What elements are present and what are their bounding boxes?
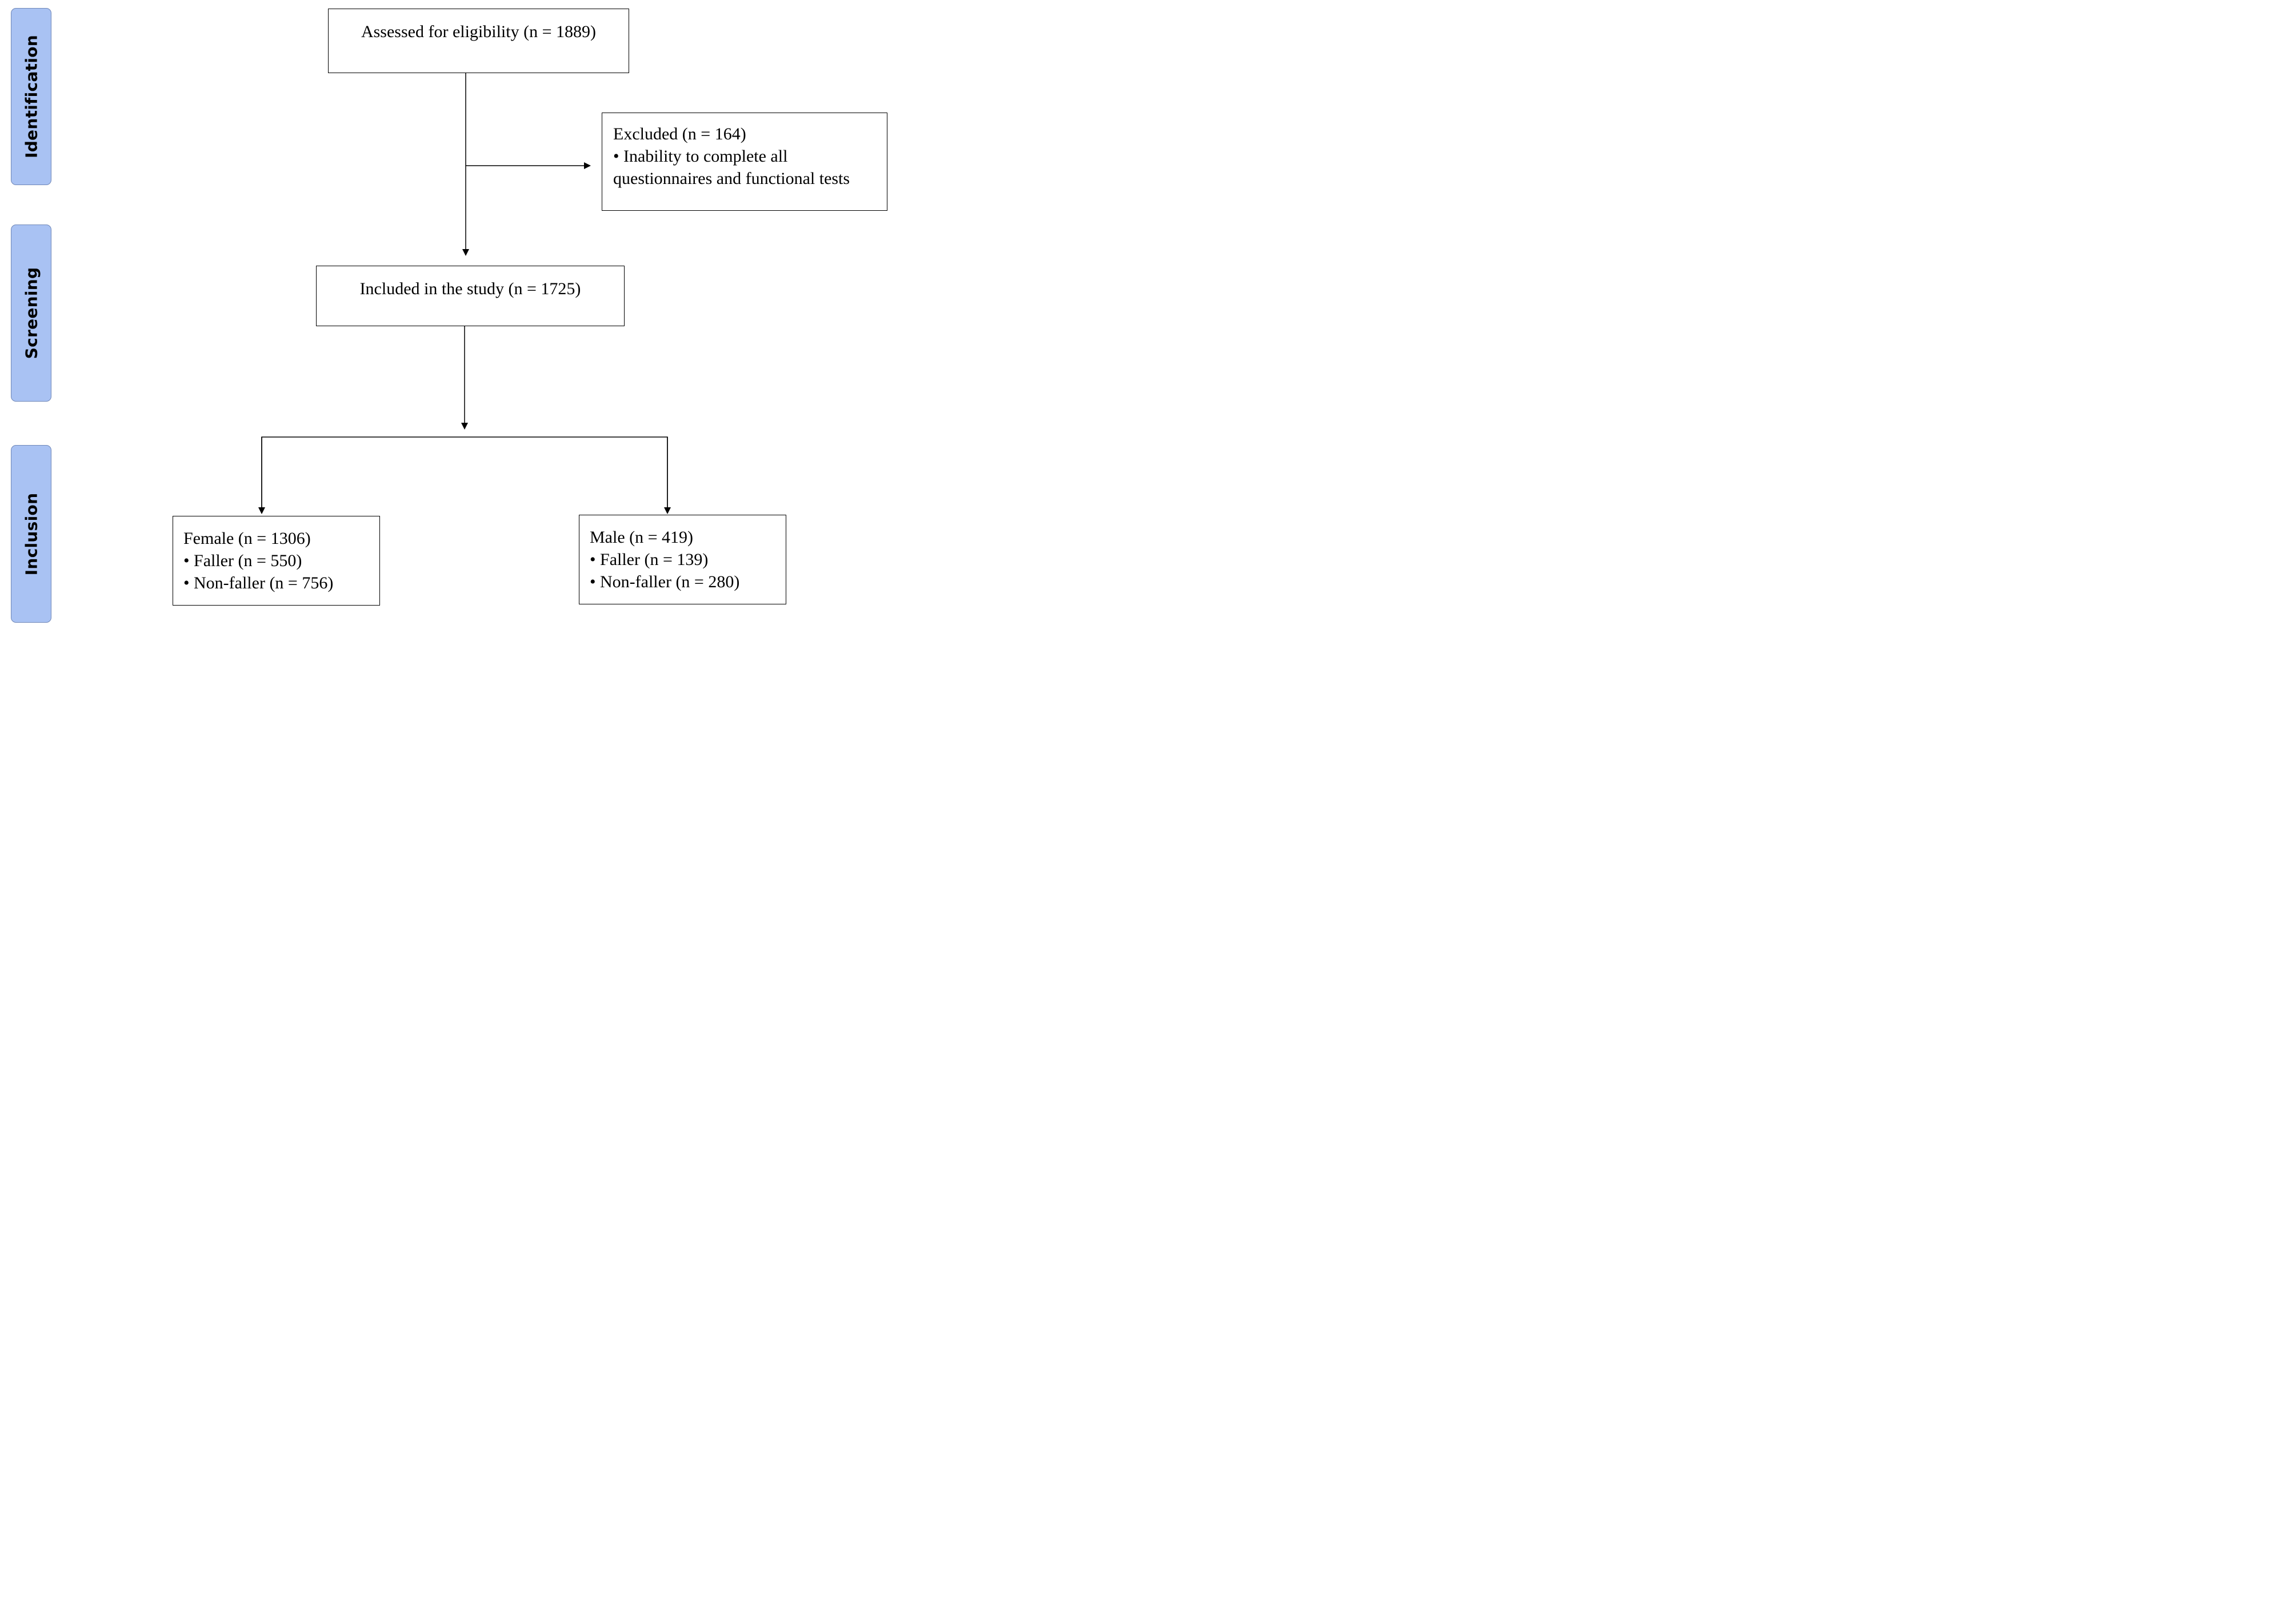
excluded-reason-cont: questionnaires and functional tests bbox=[613, 169, 850, 188]
stage-identification: Identification bbox=[11, 8, 51, 185]
connector-split-bar bbox=[261, 436, 668, 513]
excluded-title: Excluded (n = 164) bbox=[613, 125, 746, 143]
assessed-box: Assessed for eligibility (n = 1889) bbox=[328, 9, 629, 73]
male-faller: • Faller (n = 139) bbox=[590, 550, 709, 569]
excluded-box: Excluded (n = 164) • Inability to comple… bbox=[602, 113, 887, 211]
female-box: Female (n = 1306) • Faller (n = 550) • N… bbox=[173, 516, 380, 606]
stage-inclusion: Inclusion bbox=[11, 445, 51, 623]
female-faller: • Faller (n = 550) bbox=[183, 551, 302, 570]
female-title: Female (n = 1306) bbox=[183, 529, 311, 548]
flow-connectors bbox=[258, 73, 671, 514]
assessed-text: Assessed for eligibility (n = 1889) bbox=[361, 22, 597, 41]
included-text: Included in the study (n = 1725) bbox=[359, 279, 581, 298]
male-box: Male (n = 419) • Faller (n = 139) • Non-… bbox=[579, 515, 786, 604]
excluded-reason: • Inability to complete all bbox=[613, 147, 788, 166]
male-non-faller: • Non-faller (n = 280) bbox=[590, 572, 740, 591]
stage-screening: Screening bbox=[11, 225, 51, 402]
female-non-faller: • Non-faller (n = 756) bbox=[183, 574, 334, 592]
included-box: Included in the study (n = 1725) bbox=[316, 266, 625, 326]
male-title: Male (n = 419) bbox=[590, 528, 694, 547]
